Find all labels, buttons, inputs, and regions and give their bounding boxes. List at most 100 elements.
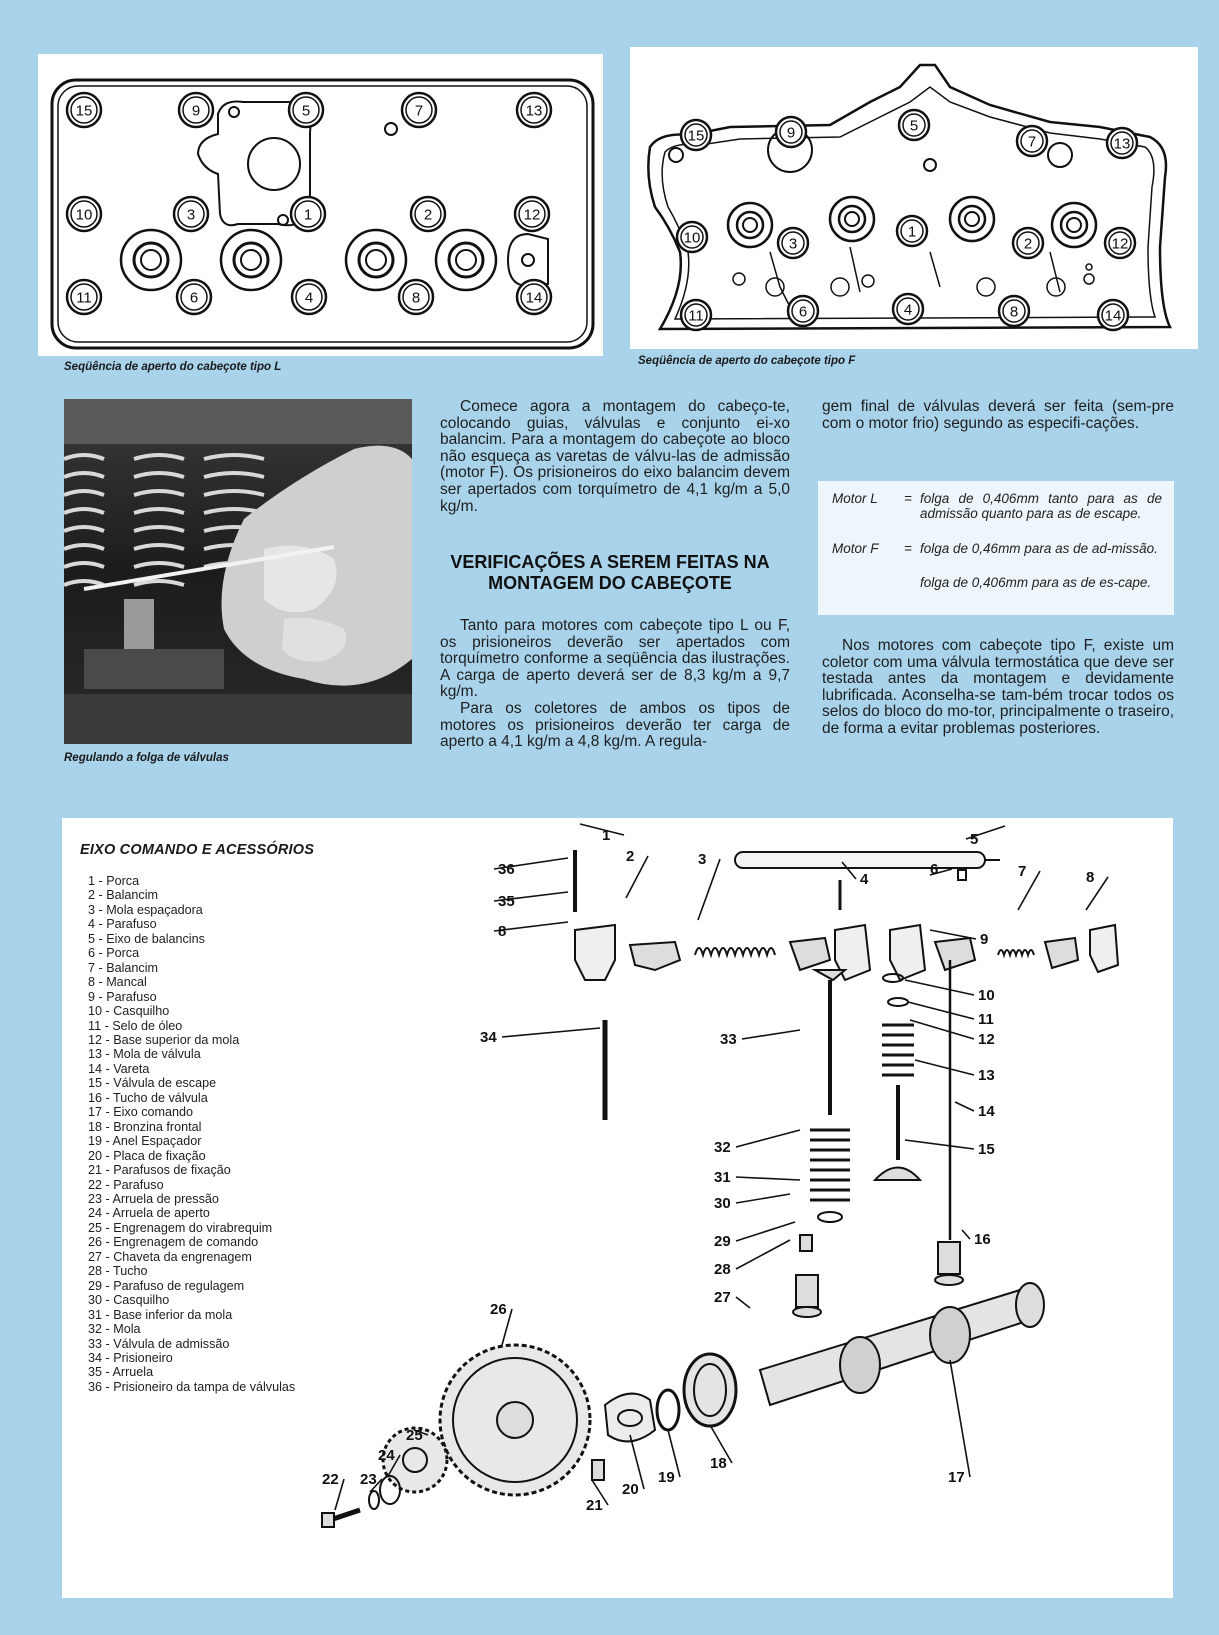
bolt-number: 11	[76, 290, 92, 307]
part-number: 29	[714, 1233, 731, 1250]
part-number: 33	[720, 1031, 737, 1048]
legend-item: 34 - Prisioneiro	[88, 1350, 173, 1365]
part-number: 26	[490, 1301, 507, 1318]
part-callout: 35	[493, 891, 569, 910]
legend-item: 13 - Mola de válvula	[88, 1047, 201, 1062]
bolt-number: 1	[908, 224, 916, 241]
legend-item: 32 - Mola	[88, 1322, 141, 1337]
callout-line	[1017, 870, 1041, 911]
spec-motor-f-text-2: folga de 0,406mm para as de es-cape.	[920, 575, 1152, 590]
part-number: 14	[978, 1103, 995, 1120]
spec-motor-f-text-1: folga de 0,46mm para as de ad-missão.	[920, 541, 1158, 556]
legend-item: 28 - Tucho	[88, 1264, 148, 1279]
legend-item: 33 - Válvula de admissão	[88, 1336, 230, 1351]
part-number: 13	[978, 1067, 995, 1084]
bolt-marker: 8	[997, 294, 1031, 328]
bolt-number: 3	[789, 236, 797, 253]
bolt-number: 9	[787, 125, 795, 142]
part-callout: 2	[625, 848, 649, 899]
spec-equals: =	[904, 541, 912, 556]
legend-item: 11 - Selo de óleo	[88, 1018, 183, 1033]
legend-item: 19 - Anel Espaçador	[88, 1134, 202, 1149]
bolt-number: 6	[190, 290, 198, 307]
bolt-marker: 10	[675, 220, 709, 254]
part-callout: 22	[322, 1471, 345, 1511]
callout-line	[413, 1429, 429, 1436]
bolt-number: 1	[304, 207, 312, 224]
bolt-number: 15	[688, 128, 705, 145]
bolt-marker: 6	[175, 278, 213, 316]
callout-line	[929, 868, 953, 876]
legend-item: 25 - Engrenagem do virabrequim	[88, 1220, 273, 1235]
callout-line	[949, 1359, 971, 1478]
bolt-number: 10	[76, 207, 93, 224]
bolt-marker: 15	[679, 118, 713, 152]
part-callout: 23	[360, 1471, 383, 1493]
callout-line	[493, 891, 569, 902]
part-callout: 8	[1085, 869, 1109, 911]
part-callout: 30	[714, 1193, 791, 1212]
part-callout: 5	[965, 825, 1006, 848]
bolt-number: 10	[684, 230, 701, 247]
part-number: 24	[378, 1447, 395, 1464]
bolt-number: 5	[302, 103, 310, 120]
part-number: 32	[714, 1139, 731, 1156]
bolt-marker: 3	[776, 226, 810, 260]
legend-item: 29 - Parafuso de regulagem	[88, 1278, 245, 1293]
legend-item: 12 - Base superior da mola	[88, 1032, 240, 1047]
bolt-marker: 11	[65, 278, 103, 316]
part-number: 6	[930, 861, 938, 878]
part-callout: 28	[714, 1239, 791, 1278]
photo-regulando-folga	[63, 399, 412, 744]
part-callout: 16	[961, 1229, 991, 1248]
part-number: 16	[974, 1231, 991, 1248]
part-number: 2	[626, 848, 634, 865]
callout-line	[735, 1129, 801, 1148]
bolt-number: 15	[76, 103, 93, 120]
callout-line	[907, 1001, 975, 1020]
part-number: 36	[498, 861, 515, 878]
legend-item: 5 - Eixo de balancins	[88, 931, 205, 946]
bolt-number: 9	[192, 103, 200, 120]
article-para-3: gem final de válvulas deverá ser feita (…	[822, 398, 1174, 432]
bolt-number: 2	[424, 207, 432, 224]
callout-line	[501, 1027, 601, 1038]
part-number: 21	[586, 1497, 603, 1514]
bolt-marker: 9	[774, 115, 808, 149]
bolt-marker: 13	[515, 91, 553, 129]
bolt-number: 4	[305, 290, 313, 307]
callout-line	[591, 1479, 609, 1506]
part-callout: 7	[1017, 863, 1041, 911]
bolt-number: 7	[415, 103, 423, 120]
callout-line	[735, 1193, 791, 1204]
article-intro: Comece agora a montagem do cabeço-te, co…	[440, 398, 790, 515]
legend-item: 1 - Porca	[88, 874, 140, 888]
part-number: 1	[602, 827, 610, 844]
bolt-marker: 2	[409, 195, 447, 233]
bolt-number: 14	[1105, 308, 1122, 325]
part-callout: 9	[929, 929, 988, 948]
bolt-marker: 11	[679, 298, 713, 332]
part-callout: 1	[579, 823, 625, 844]
legend-item: 26 - Engrenagem de comando	[88, 1235, 259, 1250]
bolt-marker: 7	[1015, 124, 1049, 158]
article-para-4: Nos motores com cabeçote tipo F, existe …	[822, 637, 1174, 737]
part-callout: 13	[914, 1059, 995, 1084]
part-number: 22	[322, 1471, 339, 1488]
callout-line	[709, 1424, 733, 1464]
callout-line	[579, 823, 625, 836]
bolt-marker: 9	[177, 91, 215, 129]
bolt-number: 11	[688, 308, 704, 325]
exploded-diagram-panel	[62, 818, 1173, 1598]
part-number: 34	[480, 1029, 497, 1046]
bolt-number: 14	[526, 290, 543, 307]
spec-motor-f-label: Motor F	[832, 541, 879, 556]
part-number: 5	[970, 831, 978, 848]
legend-item: 31 - Base inferior da mola	[88, 1307, 233, 1322]
